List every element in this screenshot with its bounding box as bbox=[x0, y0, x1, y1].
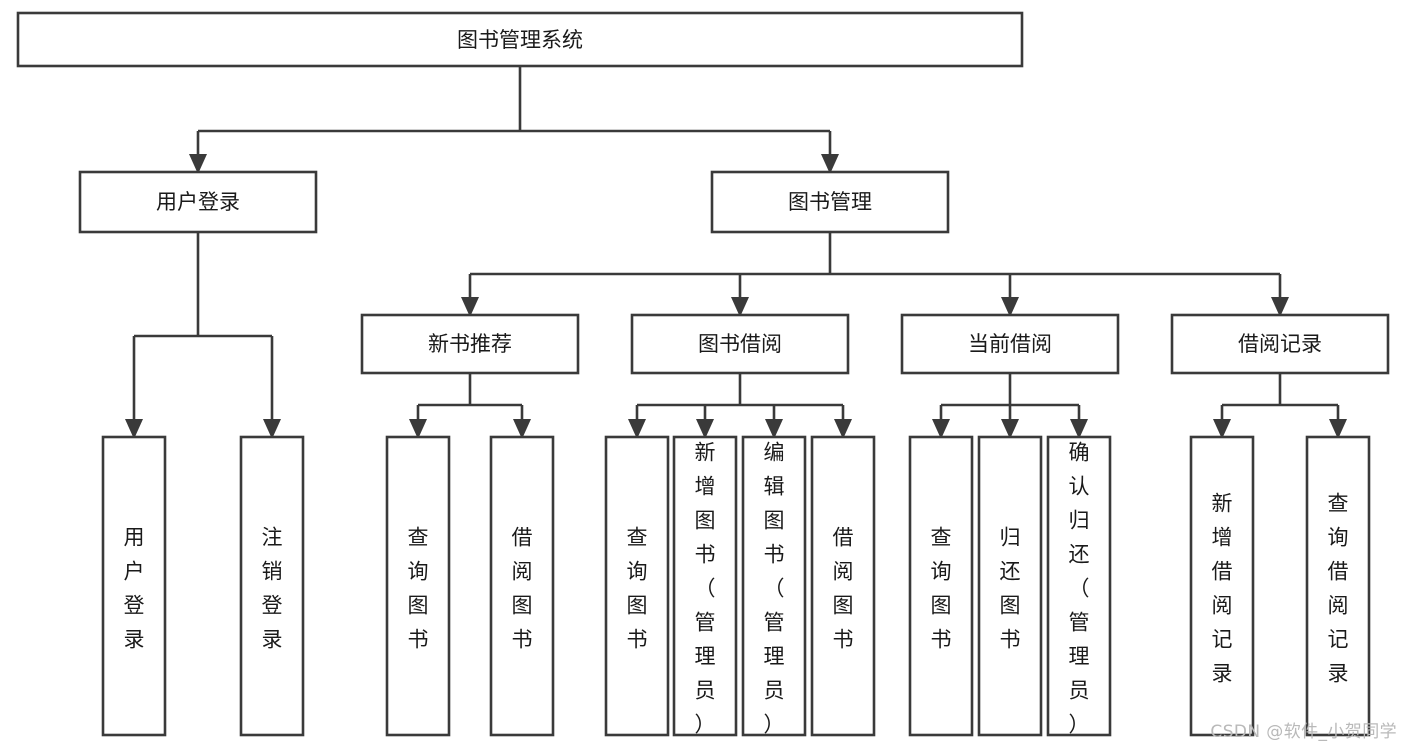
node-current-borrow[interactable]: 当前借阅 bbox=[900, 313, 1120, 375]
leaf-box[interactable] bbox=[1046, 435, 1112, 737]
leaf-box[interactable] bbox=[672, 435, 738, 737]
leaf-current-borrow-3[interactable]: 确认归还（管理员） bbox=[1046, 435, 1112, 737]
leaf-box[interactable] bbox=[101, 435, 167, 737]
leaf-label: 编辑图书（管理员） bbox=[764, 441, 785, 737]
node-book-management-label: 图书管理 bbox=[788, 190, 872, 214]
leaf-user-login-2[interactable]: 注销登录 bbox=[239, 435, 305, 737]
leaf-book-borrow-2[interactable]: 新增图书（管理员） bbox=[672, 435, 738, 737]
node-current-borrow-box[interactable] bbox=[900, 313, 1120, 375]
leaf-book-borrow-4[interactable]: 借阅图书 bbox=[810, 435, 876, 737]
node-borrow-record[interactable]: 借阅记录 bbox=[1170, 313, 1390, 375]
node-root-label: 图书管理系统 bbox=[457, 28, 583, 52]
leaf-user-login-1[interactable]: 用户登录 bbox=[101, 435, 167, 737]
leaf-box[interactable] bbox=[385, 435, 451, 737]
node-borrow-record-box[interactable] bbox=[1170, 313, 1390, 375]
node-book-management[interactable]: 图书管理 bbox=[710, 170, 950, 234]
node-current-borrow-label: 当前借阅 bbox=[968, 332, 1052, 356]
leaf-label: 查询图书 bbox=[931, 526, 952, 652]
connector-group-current-borrow bbox=[932, 373, 1088, 439]
connector-group-user-login bbox=[125, 232, 281, 439]
leaf-label: 用户登录 bbox=[124, 526, 145, 652]
connector-group-root bbox=[189, 66, 839, 174]
leaf-box[interactable] bbox=[741, 435, 807, 737]
leaf-borrow-record-1[interactable]: 新增借阅记录 bbox=[1189, 435, 1255, 737]
node-book-management-box[interactable] bbox=[710, 170, 950, 234]
leaf-label: 确认归还（管理员） bbox=[1069, 441, 1090, 737]
leaf-current-borrow-1[interactable]: 查询图书 bbox=[908, 435, 974, 737]
connector-group-new-book-recommend bbox=[409, 373, 531, 439]
leaf-borrow-record-2[interactable]: 查询借阅记录 bbox=[1305, 435, 1371, 737]
leaf-label: 借阅图书 bbox=[512, 526, 533, 652]
leaf-new-book-recommend-1[interactable]: 查询图书 bbox=[385, 435, 451, 737]
node-root[interactable]: 图书管理系统 bbox=[16, 11, 1024, 68]
node-root-box[interactable] bbox=[16, 11, 1024, 68]
node-user-login[interactable]: 用户登录 bbox=[78, 170, 318, 234]
leaf-current-borrow-2[interactable]: 归还图书 bbox=[977, 435, 1043, 737]
node-user-login-box[interactable] bbox=[78, 170, 318, 234]
connector-group-book-management bbox=[461, 232, 1289, 317]
leaf-box[interactable] bbox=[977, 435, 1043, 737]
leaf-label: 查询图书 bbox=[408, 526, 429, 652]
leaf-box[interactable] bbox=[239, 435, 305, 737]
leaf-box[interactable] bbox=[810, 435, 876, 737]
node-borrow-record-label: 借阅记录 bbox=[1238, 332, 1322, 356]
leaf-box[interactable] bbox=[1305, 435, 1371, 737]
node-book-borrow-label: 图书借阅 bbox=[698, 332, 782, 356]
leaf-label: 归还图书 bbox=[1000, 526, 1021, 652]
leaf-book-borrow-1[interactable]: 查询图书 bbox=[604, 435, 670, 737]
node-user-login-label: 用户登录 bbox=[156, 190, 240, 214]
node-new-book-recommend-box[interactable] bbox=[360, 313, 580, 375]
leaf-label: 新增图书（管理员） bbox=[695, 441, 716, 737]
connector-group-borrow-record bbox=[1213, 373, 1347, 439]
leaf-box[interactable] bbox=[604, 435, 670, 737]
leaf-box[interactable] bbox=[908, 435, 974, 737]
leaf-label: 查询图书 bbox=[627, 526, 648, 652]
leaf-box[interactable] bbox=[489, 435, 555, 737]
leaf-label: 新增借阅记录 bbox=[1212, 492, 1233, 686]
node-book-borrow[interactable]: 图书借阅 bbox=[630, 313, 850, 375]
csdn-watermark: CSDN @软件_小贺同学 bbox=[1210, 722, 1397, 742]
leaf-book-borrow-3[interactable]: 编辑图书（管理员） bbox=[741, 435, 807, 737]
leaf-label: 借阅图书 bbox=[833, 526, 854, 652]
leaf-label: 注销登录 bbox=[262, 526, 283, 652]
leaf-box[interactable] bbox=[1189, 435, 1255, 737]
leaf-new-book-recommend-2[interactable]: 借阅图书 bbox=[489, 435, 555, 737]
connector-group-book-borrow bbox=[628, 373, 852, 439]
leaf-label: 查询借阅记录 bbox=[1328, 492, 1349, 686]
node-new-book-recommend[interactable]: 新书推荐 bbox=[360, 313, 580, 375]
node-new-book-recommend-label: 新书推荐 bbox=[428, 332, 512, 356]
node-book-borrow-box[interactable] bbox=[630, 313, 850, 375]
